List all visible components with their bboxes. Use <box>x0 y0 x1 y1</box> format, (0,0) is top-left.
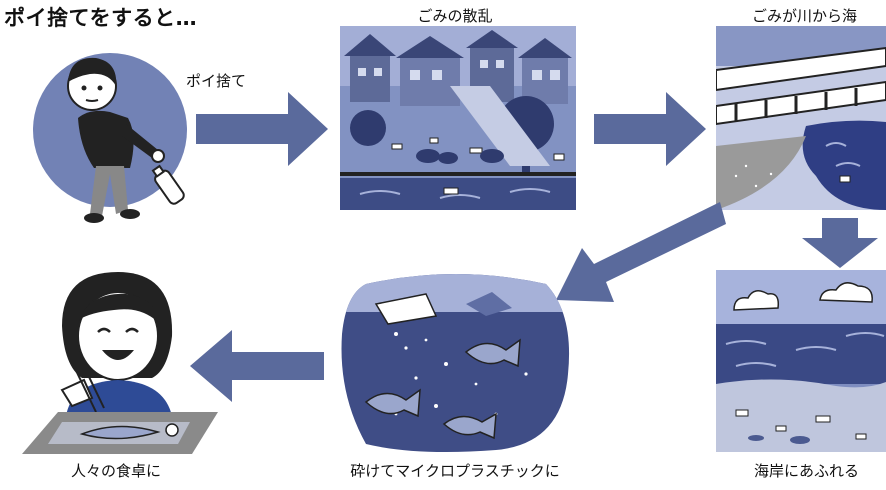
step-label-coast: 海岸にあふれる <box>754 462 860 480</box>
step-label-littering: ポイ捨て <box>186 72 247 90</box>
dining-table-illustration <box>22 266 218 456</box>
page-title: ポイ捨てをすると… <box>4 6 198 30</box>
step-label-dining-table: 人々の食卓に <box>70 462 162 480</box>
flow-arrow-right-2 <box>594 92 706 166</box>
step-label-scattered-litter: ごみの散乱 <box>417 7 493 25</box>
step-label-river-to-sea: ごみが川から海 <box>752 7 858 25</box>
flow-arrow-diagonal <box>556 200 726 310</box>
river-to-sea-illustration <box>716 26 886 210</box>
flow-arrow-down <box>802 218 878 268</box>
coast-illustration <box>716 270 886 452</box>
flow-arrow-left <box>190 330 324 402</box>
step-label-microplastics: 砕けてマイクロプラスチックに <box>350 462 560 480</box>
scattered-litter-illustration <box>340 26 576 210</box>
microplastics-illustration <box>336 274 574 454</box>
littering-illustration <box>30 38 210 228</box>
flow-arrow-right-1 <box>196 92 328 166</box>
